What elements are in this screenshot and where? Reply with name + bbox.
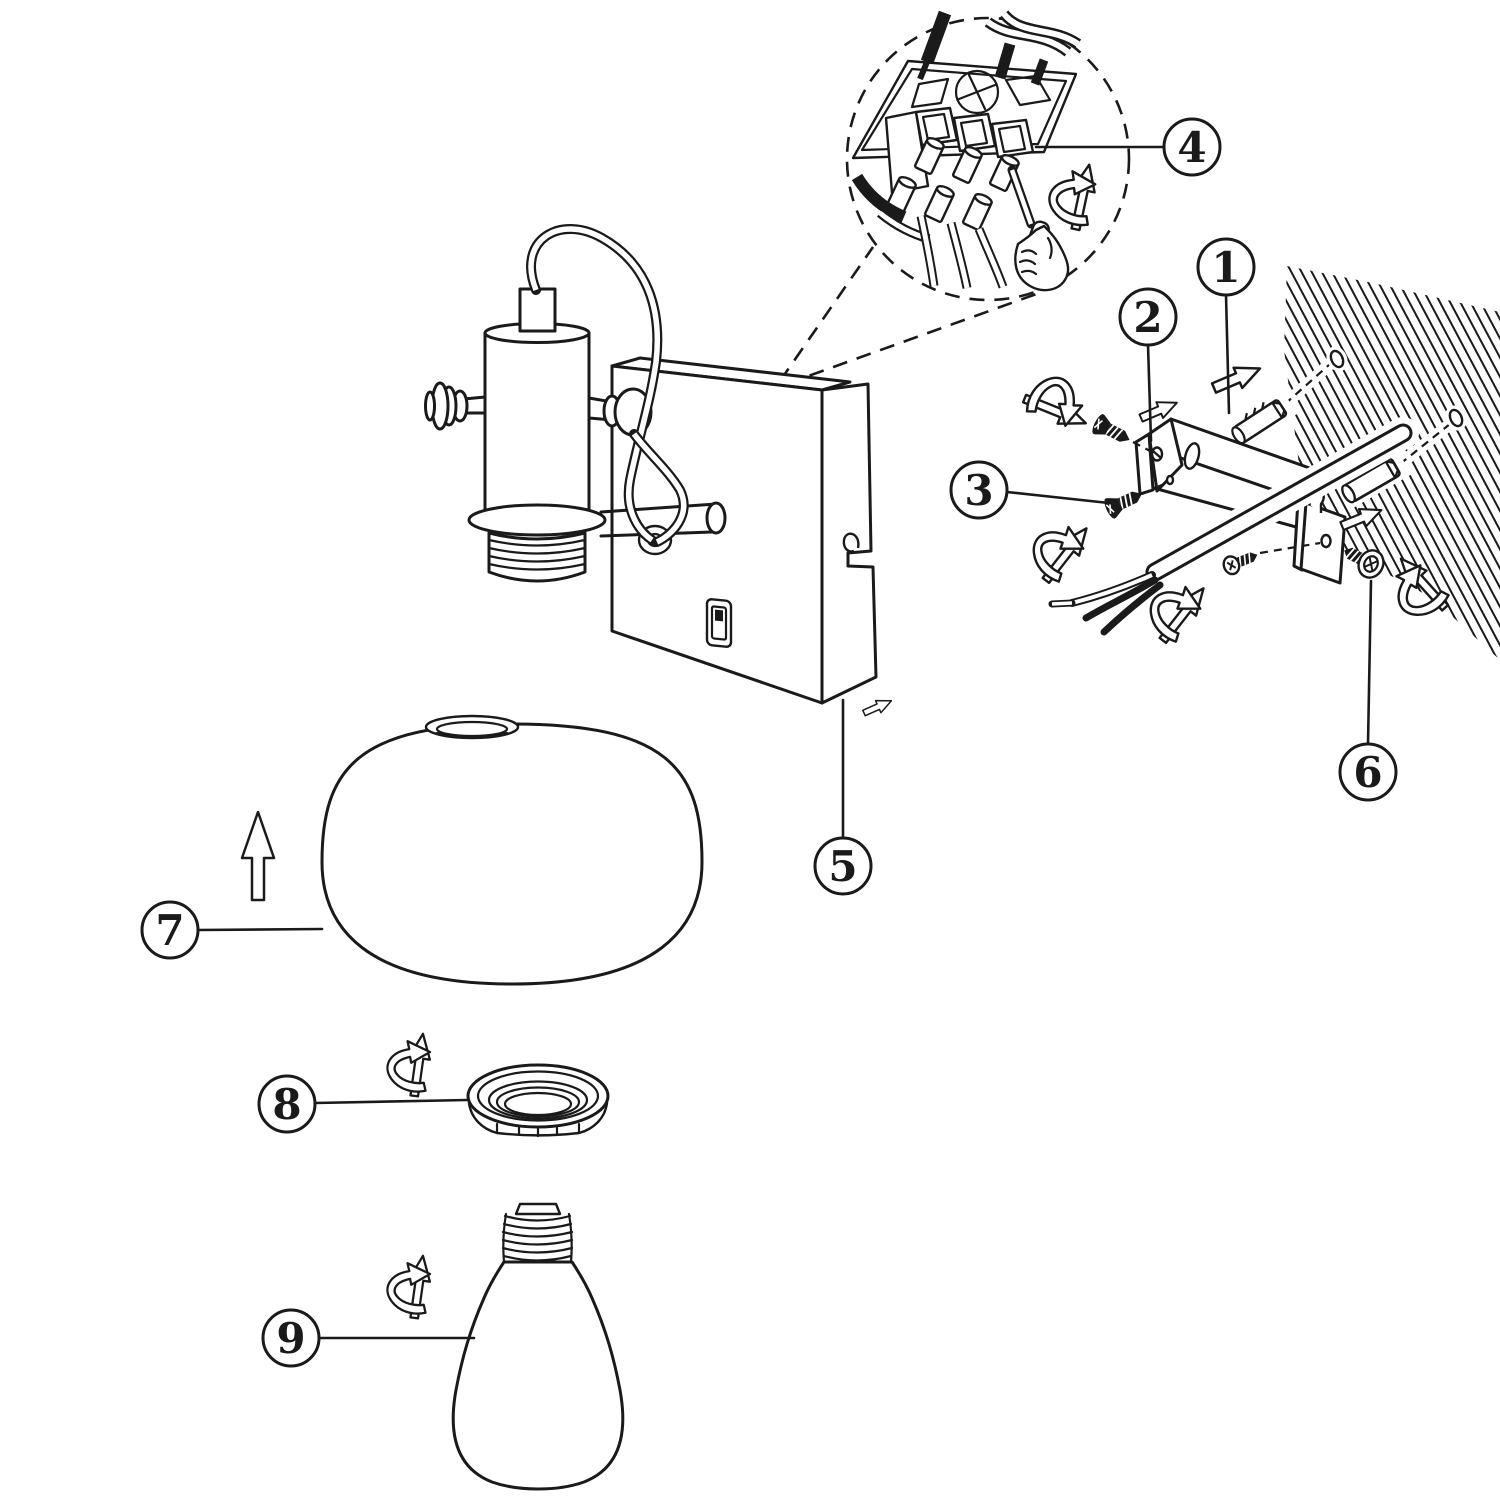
socket-body [483, 322, 591, 519]
callout-2-label: 2 [1133, 293, 1162, 342]
callout-7: 7 [140, 900, 200, 960]
stripped-wire-2 [1100, 581, 1164, 636]
wall-hole-2 [1445, 405, 1467, 431]
cable-gland [518, 287, 557, 333]
screw-pan-head [1222, 541, 1321, 576]
callout-8: 8 [257, 1074, 317, 1134]
rotation-arrow-icon [382, 1250, 435, 1321]
callout-1: 1 [1196, 237, 1256, 297]
screw-2-countersunk [1089, 411, 1153, 453]
bracket-right-hole [1320, 533, 1332, 549]
callout-4-label: 4 [1177, 123, 1206, 172]
callout-1-label: 1 [1211, 243, 1240, 292]
anchor-alignment-lines [1279, 346, 1467, 470]
plate-hook-slot [842, 532, 860, 553]
socket-thread [467, 503, 607, 583]
detail-bubble-circle [845, 16, 1131, 302]
callout-5: 5 [813, 836, 873, 896]
plate-screw-hole [954, 69, 1000, 115]
callouts: 1 2 3 4 5 6 7 8 [140, 117, 1398, 1368]
plate-slot-left [910, 77, 950, 109]
callout-6-label: 6 [1353, 748, 1382, 797]
direction-arrow-icon [1208, 357, 1266, 400]
wiring-detail-bubble [778, 10, 1131, 386]
terminal-block [884, 106, 1035, 195]
screw-6-fixing [1344, 547, 1385, 579]
rotation-arrow-icon [1019, 367, 1100, 435]
direction-arrow-icon [860, 694, 895, 720]
screw-3-countersunk [1101, 474, 1175, 521]
rotation-arrow-icon [1019, 507, 1097, 589]
lamp-holder [424, 224, 727, 583]
stripped-wire-1 [1082, 576, 1159, 622]
callout-8-label: 8 [272, 1080, 301, 1129]
supply-wires [917, 10, 1082, 86]
mains-cable [1048, 417, 1419, 636]
insert-arrow-icon [240, 810, 276, 902]
screwdriver-hand [1007, 165, 1070, 292]
callout-4: 4 [1162, 117, 1222, 177]
callout-6: 6 [1338, 742, 1398, 802]
callout-9: 9 [261, 1308, 321, 1368]
bulb-screw-base [501, 1202, 574, 1264]
callout-2: 2 [1118, 287, 1178, 347]
callout-9-label: 9 [276, 1314, 305, 1363]
plate-slot-right [1004, 74, 1052, 107]
callout-5-label: 5 [828, 842, 857, 891]
callout-3-label: 3 [964, 466, 993, 515]
rotation-arrow-icon [382, 1028, 435, 1099]
flex-cable [526, 224, 689, 547]
power-switch [705, 598, 733, 648]
glass-shade [320, 714, 704, 986]
flange-screw-small [1150, 446, 1164, 462]
callout-3: 3 [949, 460, 1009, 520]
fixture-wires [851, 173, 1008, 289]
callout-7-label: 7 [155, 906, 184, 955]
wall-plate [610, 356, 878, 705]
bracket-slot [1183, 442, 1201, 470]
light-bulb [451, 1202, 625, 1491]
rotation-arrow-icon [1042, 156, 1102, 233]
callout-leaders [196, 145, 1373, 1340]
shade-retaining-ring [466, 1063, 610, 1138]
wall-anchor-1 [1225, 389, 1299, 451]
wall-hole-1 [1326, 346, 1348, 372]
adjust-knob-left [424, 381, 487, 431]
